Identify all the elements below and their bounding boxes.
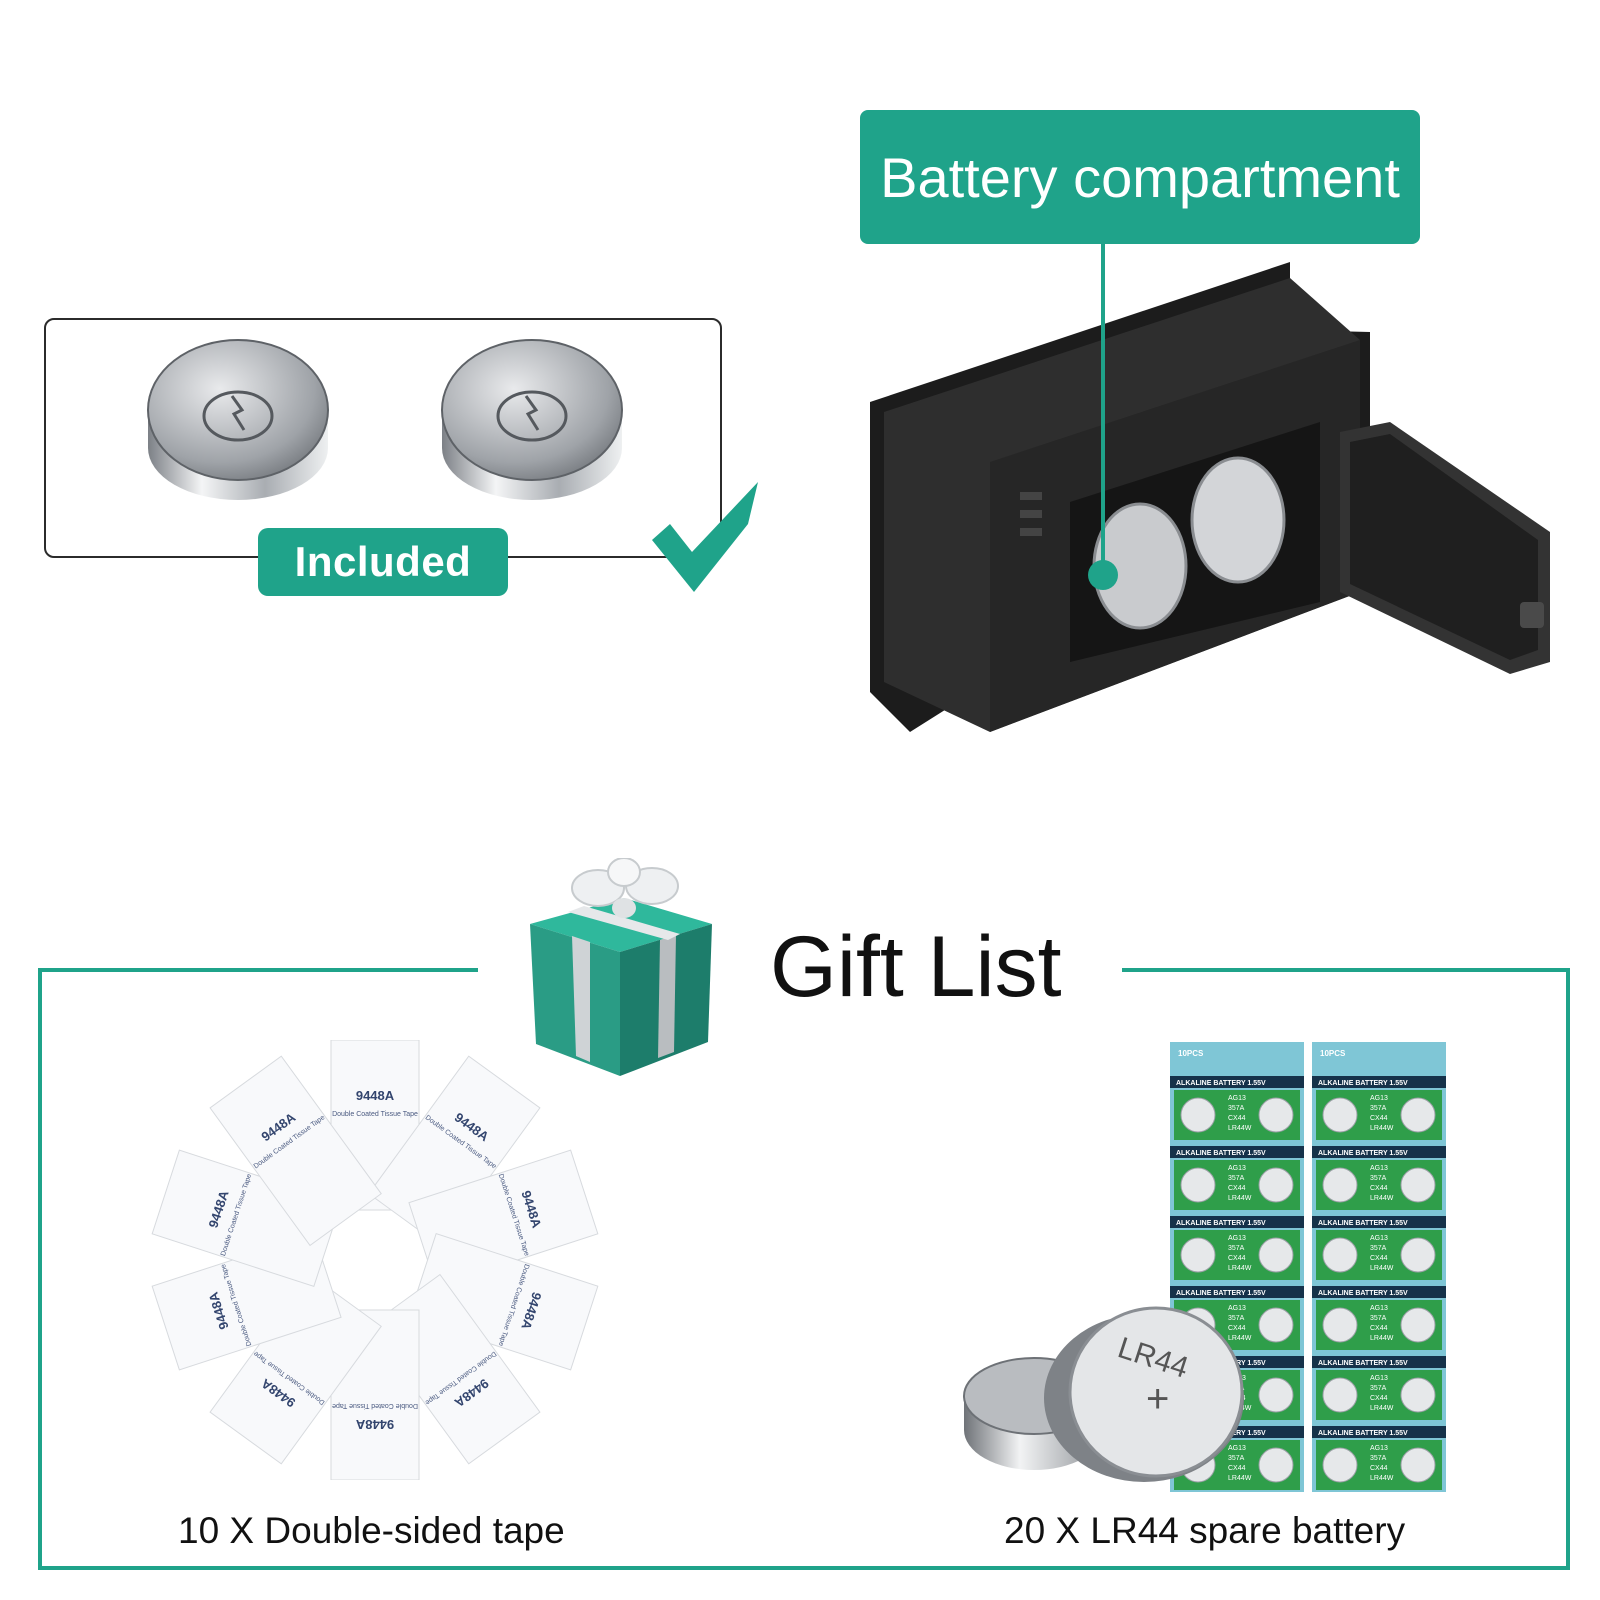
svg-text:357A: 357A — [1228, 1175, 1245, 1182]
svg-text:LR44W: LR44W — [1228, 1195, 1252, 1202]
svg-text:ALKALINE BATTERY 1.55V: ALKALINE BATTERY 1.55V — [1318, 1430, 1408, 1437]
svg-text:LR44W: LR44W — [1370, 1405, 1394, 1412]
callout-leader-line — [1101, 244, 1105, 574]
svg-text:ALKALINE BATTERY 1.55V: ALKALINE BATTERY 1.55V — [1318, 1080, 1408, 1087]
svg-text:AG13: AG13 — [1228, 1235, 1246, 1242]
svg-text:LR44W: LR44W — [1370, 1195, 1394, 1202]
battery-caption: 20 X LR44 spare battery — [1004, 1510, 1406, 1551]
svg-text:357A: 357A — [1228, 1315, 1245, 1322]
tape-caption: 10 X Double-sided tape — [178, 1510, 565, 1551]
svg-text:ALKALINE BATTERY 1.55V: ALKALINE BATTERY 1.55V — [1318, 1220, 1408, 1227]
svg-text:Double Coated Tissue Tape: Double Coated Tissue Tape — [332, 1402, 418, 1409]
svg-text:357A: 357A — [1370, 1385, 1387, 1392]
svg-text:10PCS: 10PCS — [1320, 1049, 1346, 1058]
checkmark-icon — [652, 482, 758, 592]
svg-text:ALKALINE BATTERY 1.55V: ALKALINE BATTERY 1.55V — [1318, 1290, 1408, 1297]
svg-text:ALKALINE BATTERY 1.55V: ALKALINE BATTERY 1.55V — [1176, 1290, 1266, 1297]
gift-frame-top-right — [1122, 968, 1570, 972]
svg-text:CX44: CX44 — [1370, 1255, 1388, 1262]
svg-text:ALKALINE BATTERY 1.55V: ALKALINE BATTERY 1.55V — [1176, 1220, 1266, 1227]
svg-text:ALKALINE BATTERY 1.55V: ALKALINE BATTERY 1.55V — [1176, 1080, 1266, 1087]
callout-pointer-dot — [1088, 560, 1118, 590]
svg-text:AG13: AG13 — [1228, 1165, 1246, 1172]
svg-text:LR44W: LR44W — [1370, 1125, 1394, 1132]
svg-text:9448A: 9448A — [356, 1088, 395, 1103]
svg-text:CX44: CX44 — [1228, 1115, 1246, 1122]
gift-frame-right — [1566, 968, 1570, 1570]
gift-list-title: Gift List — [770, 919, 1062, 1015]
svg-text:ALKALINE BATTERY 1.55V: ALKALINE BATTERY 1.55V — [1318, 1150, 1408, 1157]
svg-text:AG13: AG13 — [1228, 1305, 1246, 1312]
svg-text:CX44: CX44 — [1370, 1465, 1388, 1472]
svg-text:357A: 357A — [1370, 1105, 1387, 1112]
svg-text:AG13: AG13 — [1370, 1305, 1388, 1312]
svg-text:LR44W: LR44W — [1228, 1125, 1252, 1132]
svg-text:ALKALINE BATTERY 1.55V: ALKALINE BATTERY 1.55V — [1318, 1360, 1408, 1367]
svg-text:AG13: AG13 — [1228, 1445, 1246, 1452]
svg-text:Double Coated Tissue Tape: Double Coated Tissue Tape — [332, 1111, 418, 1118]
thermometer-device — [870, 262, 1550, 732]
svg-text:CX44: CX44 — [1370, 1185, 1388, 1192]
svg-text:CX44: CX44 — [1370, 1325, 1388, 1332]
svg-text:AG13: AG13 — [1370, 1165, 1388, 1172]
svg-text:LR44W: LR44W — [1228, 1265, 1252, 1272]
svg-text:AG13: AG13 — [1370, 1095, 1388, 1102]
svg-text:357A: 357A — [1228, 1105, 1245, 1112]
svg-text:AG13: AG13 — [1370, 1235, 1388, 1242]
svg-text:+: + — [1146, 1377, 1169, 1421]
svg-text:CX44: CX44 — [1228, 1325, 1246, 1332]
gift-frame-left — [38, 968, 42, 1570]
svg-text:CX44: CX44 — [1370, 1395, 1388, 1402]
svg-text:CX44: CX44 — [1370, 1115, 1388, 1122]
svg-text:CX44: CX44 — [1228, 1465, 1246, 1472]
gift-frame-top-left — [38, 968, 478, 972]
svg-text:10PCS: 10PCS — [1178, 1049, 1204, 1058]
svg-text:AG13: AG13 — [1370, 1445, 1388, 1452]
svg-text:357A: 357A — [1228, 1455, 1245, 1462]
lr44-button-cell-left — [147, 339, 329, 500]
svg-text:AG13: AG13 — [1228, 1095, 1246, 1102]
svg-text:357A: 357A — [1370, 1315, 1387, 1322]
svg-text:ALKALINE BATTERY 1.55V: ALKALINE BATTERY 1.55V — [1176, 1150, 1266, 1157]
svg-text:357A: 357A — [1370, 1455, 1387, 1462]
svg-text:357A: 357A — [1370, 1175, 1387, 1182]
svg-text:LR44W: LR44W — [1370, 1475, 1394, 1482]
svg-text:LR44W: LR44W — [1228, 1475, 1252, 1482]
svg-text:LR44W: LR44W — [1228, 1335, 1252, 1342]
svg-text:357A: 357A — [1228, 1245, 1245, 1252]
svg-text:357A: 357A — [1370, 1245, 1387, 1252]
lr44-button-cell-right — [441, 339, 623, 500]
gift-frame-bottom — [38, 1566, 1570, 1570]
battery-compartment-callout: Battery compartment — [860, 110, 1420, 244]
svg-text:LR44W: LR44W — [1370, 1265, 1394, 1272]
svg-text:9448A: 9448A — [355, 1417, 394, 1432]
gift-box-icon — [530, 858, 712, 1076]
included-badge: Included — [258, 528, 508, 596]
svg-text:AG13: AG13 — [1370, 1375, 1388, 1382]
svg-text:LR44W: LR44W — [1370, 1335, 1394, 1342]
svg-text:CX44: CX44 — [1228, 1185, 1246, 1192]
loose-lr44-cells: LR44 + — [963, 1306, 1244, 1482]
svg-text:CX44: CX44 — [1228, 1255, 1246, 1262]
